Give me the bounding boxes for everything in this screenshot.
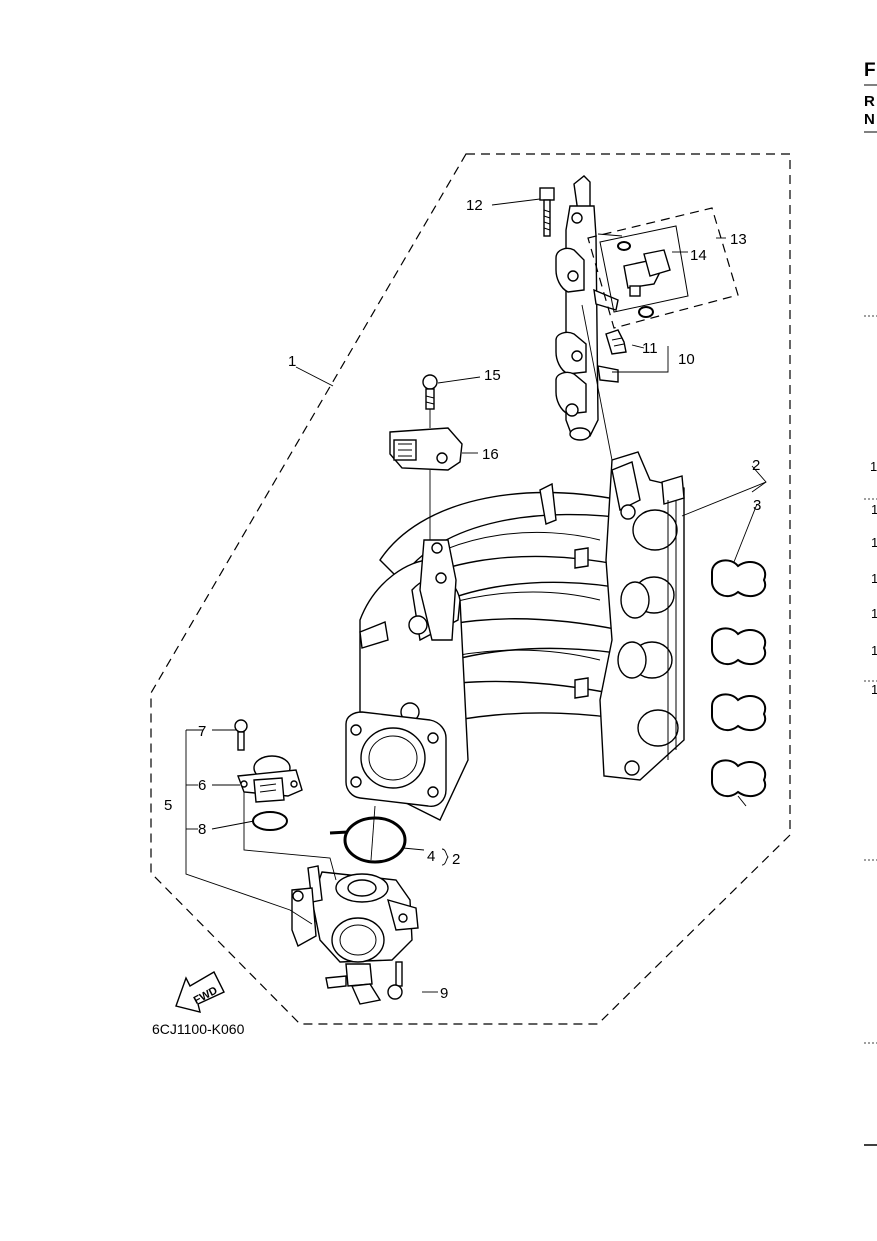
diagram-code: 6CJ1100-K060 (152, 1021, 245, 1037)
throttle-body (234, 719, 419, 1005)
callout-10: 10 (678, 351, 695, 368)
injector-kit (587, 207, 739, 329)
callout-12: 12 (466, 197, 483, 214)
edge-header-n: N (864, 111, 875, 128)
edge-number: 1 (871, 535, 877, 550)
callout-7: 7 (198, 723, 206, 740)
gasket-3 (711, 559, 767, 807)
intake-manifold (345, 451, 685, 821)
edge-header-f: F (864, 60, 876, 81)
callout-15: 15 (484, 367, 501, 384)
page-edge-column: F R N 1 1 1 1 1 1 1 (864, 60, 877, 1146)
callout-3: 3 (753, 497, 761, 514)
callout-1: 1 (288, 353, 296, 370)
callout-8: 8 (198, 821, 206, 838)
edge-number: 1 (871, 571, 877, 586)
sensor-16 (389, 427, 463, 471)
fwd-arrow-icon: FWD (175, 971, 225, 1013)
callout-9: 9 (440, 985, 448, 1002)
edge-number: 1 (871, 682, 877, 697)
edge-header-r: R (864, 93, 875, 110)
callout-14: 14 (690, 247, 707, 264)
callout-6: 6 (198, 777, 206, 794)
callout-11: 11 (642, 340, 658, 357)
callout-4: 4 (427, 848, 435, 865)
callout-2: 2 (752, 457, 760, 474)
callout-5: 5 (164, 797, 172, 814)
assembly-outline (150, 153, 791, 1025)
edge-number: 1 (871, 502, 877, 517)
edge-number: 1 (871, 606, 877, 621)
leader-lines (185, 198, 767, 993)
brace-4-2 (441, 848, 449, 866)
gasket-4 (329, 816, 407, 864)
callout-16: 16 (482, 446, 499, 463)
bolt-15 (422, 374, 438, 410)
callout-13: 13 (730, 231, 747, 248)
callout-2-bracket: 2 (452, 851, 460, 868)
bolt-12 (539, 187, 555, 237)
edge-number: 1 (871, 643, 877, 658)
clip-11 (605, 329, 627, 355)
fuel-rail (555, 175, 623, 441)
edge-number: 1 (870, 459, 877, 474)
